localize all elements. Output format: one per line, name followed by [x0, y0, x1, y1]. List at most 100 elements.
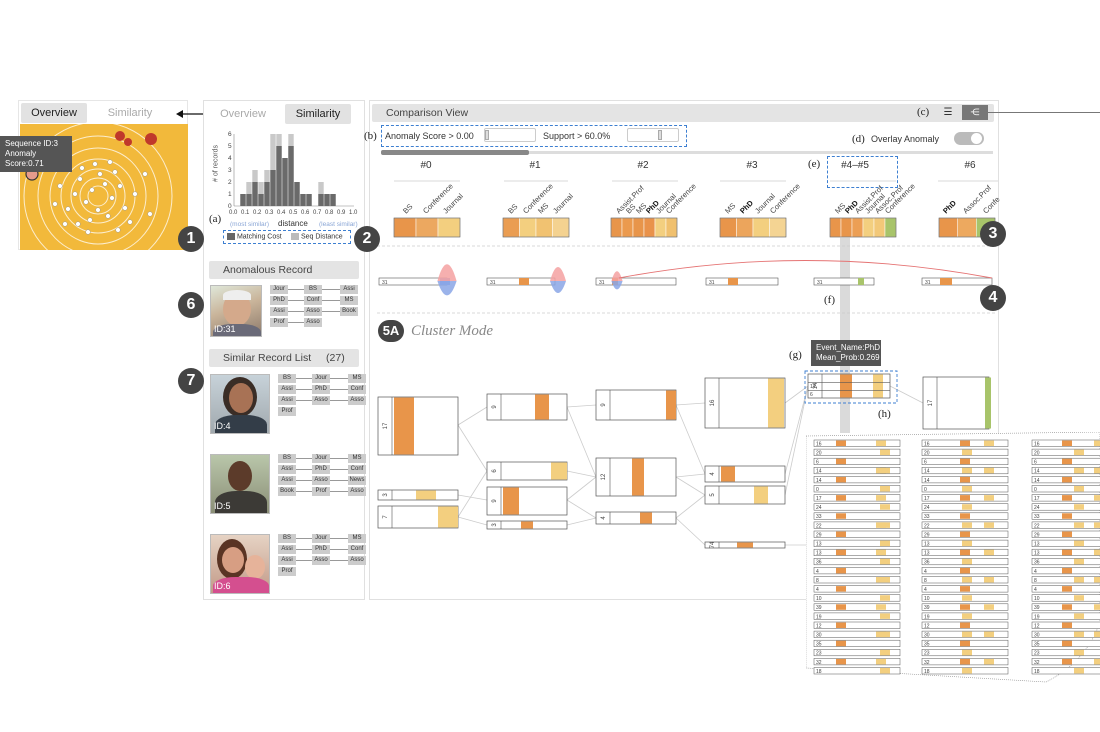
anomaly-score-slider[interactable] — [484, 128, 536, 142]
event-chip[interactable]: MS — [348, 534, 366, 543]
support-label: Support > 60.0% — [543, 131, 611, 141]
avatar-record-4[interactable]: ID:4 — [210, 374, 270, 434]
stage-label[interactable]: #3 — [746, 160, 758, 171]
event-chip[interactable]: Prof — [312, 487, 330, 496]
event-chip[interactable]: BS — [278, 374, 296, 383]
scatter-point — [75, 221, 81, 227]
event-chip[interactable]: MS — [348, 454, 366, 463]
detail-event-segment — [1062, 640, 1072, 647]
event-chip[interactable]: Prof — [278, 407, 296, 416]
anomaly-point — [124, 138, 132, 146]
event-chip[interactable]: Asso — [312, 396, 330, 405]
list-view-button[interactable]: ☰ — [936, 105, 960, 120]
detail-row-label: 17 — [924, 496, 930, 502]
event-chip[interactable]: PhD — [312, 385, 330, 394]
event-chip[interactable]: PhD — [312, 465, 330, 474]
stage-label[interactable]: #6 — [964, 160, 976, 171]
event-chip[interactable]: MS — [348, 374, 366, 383]
hint-least-similar: (least similar) — [319, 221, 358, 228]
scatter-point — [95, 207, 101, 213]
tab-similarity[interactable]: Similarity — [107, 107, 153, 119]
event-chip[interactable]: Jour — [270, 285, 288, 294]
event-chip[interactable]: Jour — [312, 534, 330, 543]
tab-similarity-2[interactable]: Similarity — [285, 104, 351, 124]
cluster-link — [675, 494, 706, 519]
x-tick-label: 0.1 — [241, 210, 250, 216]
cluster-size-label: 12 — [601, 473, 607, 480]
scroll-thumb[interactable] — [381, 150, 529, 155]
stage-label[interactable]: #0 — [420, 160, 432, 171]
anomaly-sequence-bar — [595, 277, 677, 286]
event-chip[interactable]: Asso — [304, 318, 322, 327]
cluster-size-label: 5 — [710, 493, 716, 497]
event-chip[interactable]: Book — [278, 487, 296, 496]
event-link — [330, 469, 348, 470]
event-chip[interactable]: Asso — [312, 556, 330, 565]
avatar-record-6[interactable]: ID:6 — [210, 534, 270, 594]
event-chip[interactable]: BS — [304, 285, 322, 294]
event-chip[interactable]: Asso — [348, 556, 366, 565]
event-chip[interactable]: BS — [278, 454, 296, 463]
event-chip[interactable]: Assi — [278, 396, 296, 405]
anomaly-arc — [618, 260, 993, 279]
support-slider[interactable] — [627, 128, 679, 142]
avatar-record-5[interactable]: ID:5 — [210, 454, 270, 514]
cluster-link — [457, 406, 488, 426]
event-chip[interactable]: Assi — [270, 307, 288, 316]
avatar-anomalous[interactable]: ID:31 — [210, 285, 262, 337]
event-chip[interactable]: Jour — [312, 454, 330, 463]
detail-sequence-row — [813, 476, 901, 484]
event-chip[interactable]: Assi — [278, 556, 296, 565]
scatter-point — [83, 199, 89, 205]
detail-event-segment — [836, 567, 846, 574]
slider-thumb[interactable] — [658, 130, 662, 140]
overlay-toggle[interactable] — [954, 132, 984, 145]
stage-label[interactable]: #4–#5 — [841, 160, 869, 171]
event-chip[interactable]: Jour — [312, 374, 330, 383]
event-chip[interactable]: Conf — [348, 545, 366, 554]
event-chip[interactable]: Assi — [278, 385, 296, 394]
event-chip[interactable]: MS — [340, 296, 358, 305]
phd-highlight-column — [840, 237, 850, 433]
event-chip[interactable]: Conf — [348, 385, 366, 394]
detail-event-segment — [962, 595, 972, 601]
event-chip[interactable]: News — [348, 476, 366, 485]
tree-view-button[interactable]: ⋲ — [962, 105, 988, 120]
event-chip[interactable]: Asso — [312, 476, 330, 485]
event-chip[interactable]: Assi — [340, 285, 358, 294]
event-chip[interactable]: Assi — [278, 465, 296, 474]
event-chip[interactable]: Conf — [304, 296, 322, 305]
detail-sequence-row — [813, 585, 901, 593]
tab-overview[interactable]: Overview — [21, 103, 87, 123]
event-chip[interactable]: Asso — [304, 307, 322, 316]
stage-label[interactable]: #1 — [529, 160, 541, 171]
event-link — [296, 400, 312, 401]
event-chip[interactable]: Book — [340, 307, 358, 316]
event-chip[interactable]: Asso — [348, 487, 366, 496]
event-chip[interactable]: Conf — [348, 465, 366, 474]
event-chip[interactable]: Assi — [278, 476, 296, 485]
detail-sequence-row — [813, 439, 901, 447]
anomaly-sequence-label: 31 — [599, 280, 605, 286]
event-chip[interactable]: PhD — [270, 296, 288, 305]
toggle-knob[interactable] — [971, 133, 982, 144]
horizontal-scrollbar[interactable] — [381, 150, 993, 155]
event-chip[interactable]: Assi — [278, 545, 296, 554]
slider-thumb[interactable] — [485, 130, 489, 140]
stage-label[interactable]: #2 — [637, 160, 649, 171]
event-tooltip: Event_Name:PhD Mean_Prob:0.269 — [811, 340, 881, 366]
event-chip[interactable]: Asso — [348, 396, 366, 405]
event-chip[interactable]: Prof — [278, 567, 296, 576]
event-chip[interactable]: BS — [278, 534, 296, 543]
record-id: ID:31 — [214, 324, 236, 334]
event-chip[interactable]: PhD — [312, 545, 330, 554]
detail-row-label: 14 — [816, 469, 822, 475]
detail-row-label: 14 — [924, 469, 930, 475]
detail-row-label: 36 — [1034, 560, 1040, 566]
detail-event-segment — [1094, 549, 1100, 556]
tab-overview-2[interactable]: Overview — [220, 108, 266, 120]
event-chip[interactable]: Prof — [270, 318, 288, 327]
